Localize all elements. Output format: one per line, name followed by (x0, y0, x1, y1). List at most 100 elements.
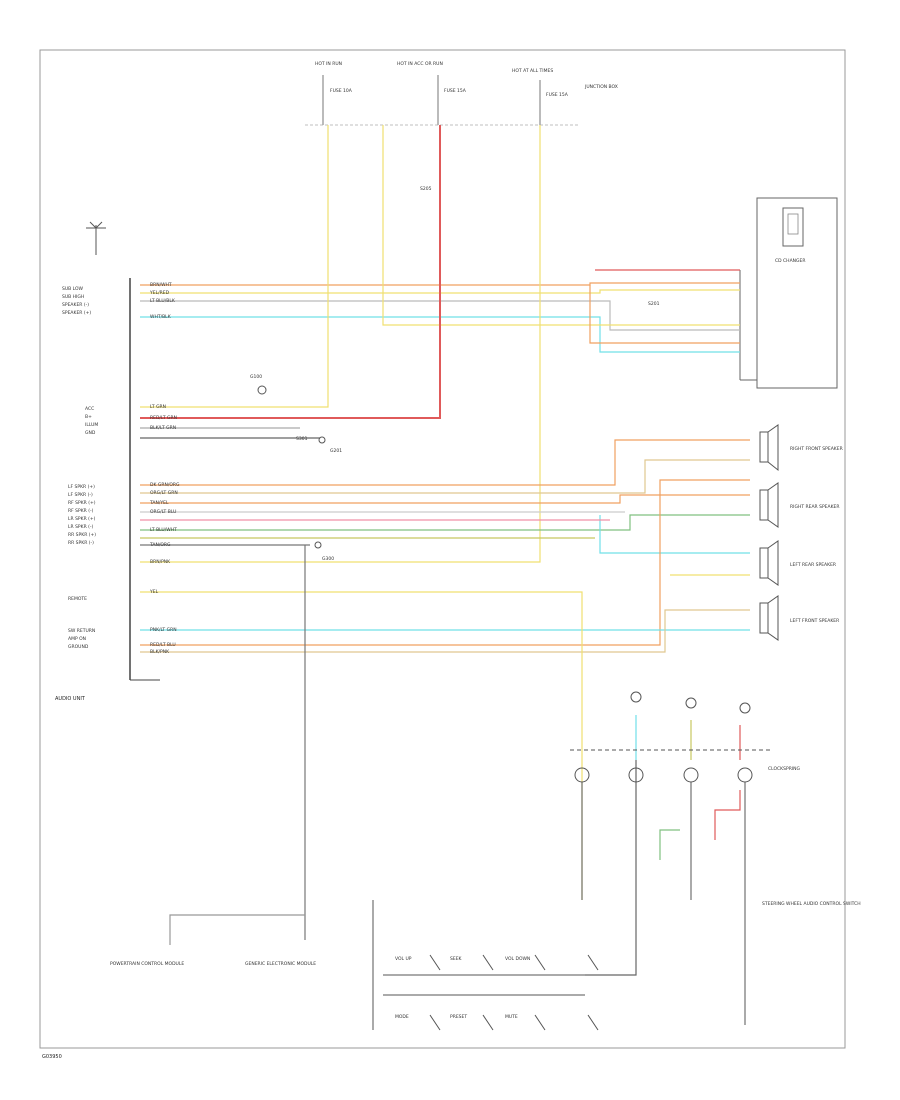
pin-label-3: SPEAKER (+) (62, 310, 91, 316)
audio-unit: AUDIO UNIT SUB LOW SUB HIGH SPEAKER (-) … (55, 278, 160, 702)
clockspring-label: CLOCKSPRING (768, 766, 801, 772)
wire-red-batt (140, 125, 441, 419)
wire-tan-lf (140, 609, 750, 653)
clockspring (570, 691, 770, 1025)
cd-changer: CD CHANGER (739, 197, 838, 389)
fuse-label-1: FUSE 10A (330, 88, 353, 94)
fuse-label-2: FUSE 15A (444, 88, 467, 94)
wire-yellow-acc (140, 125, 329, 408)
ground-symbols (257, 385, 326, 549)
wire-color-label-4: LT GRN (150, 404, 166, 410)
speaker-icon-lr (759, 547, 769, 579)
power-feed-area: HOT IN RUN HOT IN ACC OR RUN HOT AT ALL … (305, 61, 618, 126)
pin-label-0: SUB LOW (62, 286, 84, 292)
wire-cyan-lr (599, 515, 750, 554)
fuse-label-3: FUSE 15A (546, 92, 569, 98)
pin-label-7: GND (85, 430, 96, 436)
speaker-label-rf: RIGHT FRONT SPEAKER (790, 446, 843, 452)
wire-cyan-1 (140, 316, 740, 353)
hot-label-3: HOT AT ALL TIMES (512, 68, 553, 74)
wire-red-ccm2 (714, 790, 741, 840)
wire-color-label-11: LT BLU/WHT (150, 527, 177, 533)
wire-color-label-10: ORG/LT BLU (150, 509, 176, 515)
wire-yellow-1 (140, 289, 740, 294)
wire-color-label-9: TAN/YEL (149, 500, 169, 506)
pin-label-10: RF SPKR (+) (68, 500, 96, 506)
pin-label-16: REMOTE (68, 596, 87, 602)
pin-label-14: RR SPKR (+) (68, 532, 96, 538)
speaker-label-lf: LEFT FRONT SPEAKER (790, 618, 839, 624)
wire-yellow-3 (140, 125, 541, 563)
wire-green-rr (140, 514, 750, 531)
wire-color-label-14: YEL (149, 589, 159, 595)
audio-unit-label: AUDIO UNIT (55, 696, 86, 702)
wire-tan-rf (140, 459, 750, 494)
switch-label-4: PRESET (450, 1014, 467, 1020)
ground-label-3: G300 (322, 556, 334, 562)
pin-label-19: GROUND (68, 644, 89, 650)
switch-label-1: SEEK (450, 956, 463, 962)
speaker-icons (759, 424, 779, 641)
wire-color-label-6: BLK/LT GRN (150, 425, 176, 431)
switch-label-2: VOL DOWN (505, 956, 530, 962)
steering-switches (372, 900, 599, 1031)
pin-label-1: SUB HIGH (62, 294, 84, 300)
speaker-icon-lf (759, 602, 769, 634)
wire-orange-rr (140, 494, 750, 504)
pin-label-8: LF SPKR (+) (68, 484, 95, 490)
wire-color-label-15: PNK/LT GRN (150, 627, 177, 633)
speaker-icon-rr (759, 489, 769, 521)
pcm-label: POWERTRAIN CONTROL MODULE (110, 961, 184, 967)
pin-label-2: SPEAKER (-) (62, 302, 89, 308)
cd-changer-label: CD CHANGER (775, 258, 805, 264)
wire-orange-2 (589, 285, 740, 344)
speaker-icon-rf (759, 431, 769, 463)
wire-gray-1 (140, 300, 740, 331)
speaker-label-lr: LEFT REAR SPEAKER (790, 562, 836, 568)
wire-color-label-17: BLK/PNK (150, 649, 170, 655)
pin-label-13: LR SPKR (-) (68, 524, 94, 530)
splice-label-1: S201 (648, 301, 660, 307)
wire-color-label-16: RED/LT BLU (150, 642, 176, 648)
wire-sw (585, 760, 637, 976)
pin-label-18: AMP ON (68, 636, 86, 642)
hot-label-1: HOT IN RUN (315, 61, 342, 67)
switch-label-5: MUTE (505, 1014, 518, 1020)
wire-orange-lf (140, 479, 750, 646)
wire-color-labels: BRN/WHT YEL/RED LT BLU/BLK WHT/BLK LT GR… (149, 282, 180, 655)
wire-yellow-remote (140, 591, 583, 900)
wire-orange-rf (140, 439, 750, 486)
wire-color-label-3: WHT/BLK (150, 314, 172, 320)
pin-label-11: RF SPKR (-) (68, 508, 94, 514)
wire-color-label-2: LT BLU/BLK (150, 298, 176, 304)
antenna (86, 221, 106, 255)
junction-box-label: JUNCTION BOX (584, 84, 618, 90)
gem-label: GENERIC ELECTRONIC MODULE (245, 961, 316, 967)
pin-label-5: B+ (85, 414, 92, 420)
wire-color-label-8: ORG/LT GRN (150, 490, 178, 496)
wire-green-ccm (659, 829, 680, 860)
pin-label-4: ACC (85, 406, 94, 412)
wire-gray-left (169, 914, 305, 945)
switch-label-3: MODE (395, 1014, 409, 1020)
ground-label-2: G201 (330, 448, 342, 454)
wire-color-label-13: BRN/PNK (150, 559, 171, 565)
diagram-border (39, 49, 846, 1049)
footer-code: G03950 (42, 1054, 62, 1060)
switch-label-0: VOL UP (395, 956, 412, 962)
wire-color-label-5: RED/LT GRN (150, 415, 177, 421)
pin-label-12: LR SPKR (+) (68, 516, 96, 522)
pin-label-6: ILLUM (85, 422, 98, 428)
splice-label-3: S301 (296, 436, 308, 442)
ground-label-1: G100 (250, 374, 262, 380)
wire-color-label-12: TAN/ORG (149, 542, 171, 548)
wire-color-label-0: BRN/WHT (150, 282, 172, 288)
steering-switch-label: STEERING WHEEL AUDIO CONTROL SWITCH (762, 901, 861, 907)
wire-yellow-2 (382, 125, 740, 326)
pin-label-17: SW RETURN (68, 628, 95, 634)
wire-color-label-7: DK GRN/ORG (150, 482, 180, 488)
wires (140, 125, 750, 976)
wire-color-label-1: YEL/RED (149, 290, 170, 296)
speaker-label-rr: RIGHT REAR SPEAKER (790, 504, 840, 510)
